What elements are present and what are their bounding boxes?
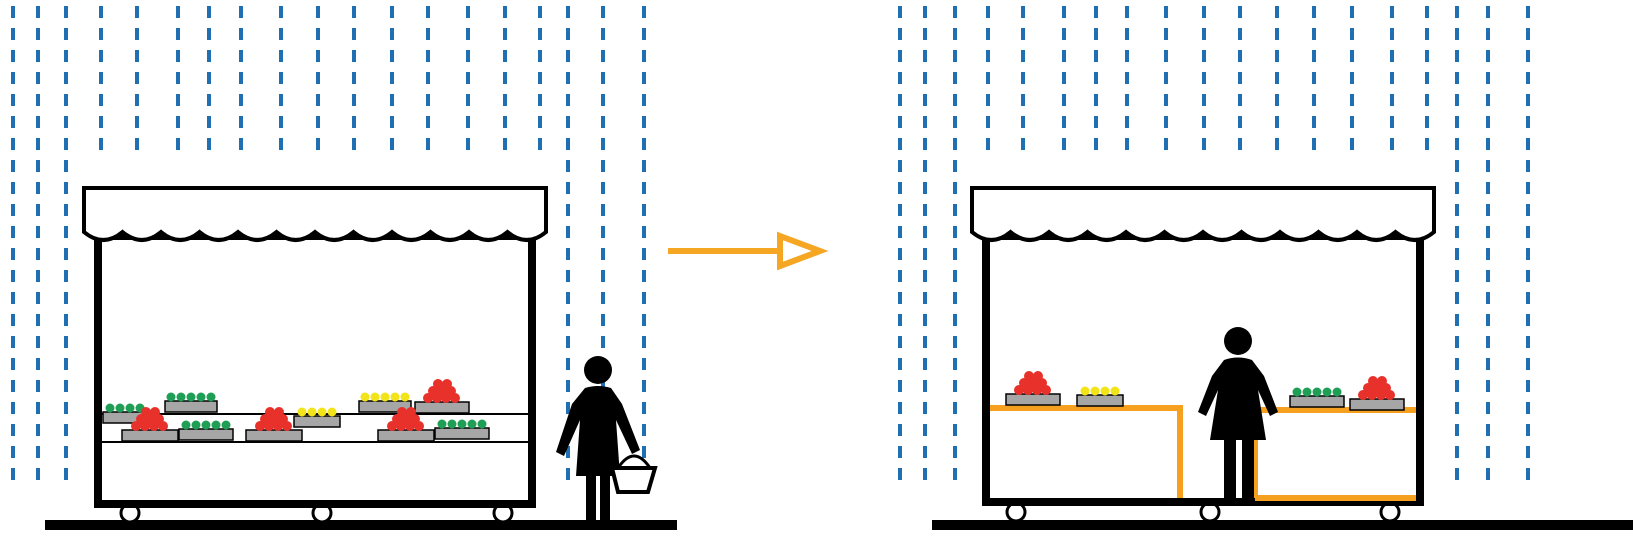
ground-line-right <box>932 520 1633 530</box>
fruit <box>448 420 457 429</box>
fruit <box>1091 387 1100 396</box>
shopper-head <box>1224 327 1252 355</box>
stall-frame-left <box>98 236 532 504</box>
fruit <box>1081 387 1090 396</box>
fruit <box>361 393 370 402</box>
fruit <box>458 420 467 429</box>
fruit <box>1313 388 1322 397</box>
fruit <box>167 393 176 402</box>
fruit <box>106 404 115 413</box>
fruit <box>126 404 135 413</box>
produce-tray <box>246 430 302 441</box>
fruit <box>265 407 275 417</box>
fruit <box>1333 388 1342 397</box>
produce-tray <box>1350 399 1404 410</box>
fruit <box>438 420 447 429</box>
awning-left <box>84 188 546 240</box>
fruit <box>1368 376 1378 386</box>
fruit <box>141 407 151 417</box>
fruit <box>468 420 477 429</box>
produce-tray <box>1006 394 1060 405</box>
shopper-with-basket <box>556 356 655 525</box>
fruit <box>406 407 416 417</box>
fruit <box>401 393 410 402</box>
fruit <box>187 393 196 402</box>
fruit <box>116 404 125 413</box>
fruit <box>182 421 191 430</box>
fruit <box>1033 371 1043 381</box>
fruit <box>222 421 231 430</box>
panel-before <box>45 188 677 530</box>
produce-tray <box>415 402 469 413</box>
fruit <box>177 393 186 402</box>
fruit <box>212 421 221 430</box>
fruit <box>318 408 327 417</box>
fruit <box>328 408 337 417</box>
fruit <box>150 407 160 417</box>
fruit <box>433 379 443 389</box>
awning-right <box>972 188 1434 240</box>
right-arrow-icon <box>668 236 820 266</box>
basket-icon <box>612 468 655 492</box>
fruit <box>371 393 380 402</box>
fruit <box>1377 376 1387 386</box>
fruit <box>1293 388 1302 397</box>
produce-tray <box>1077 395 1123 406</box>
fruit <box>202 421 211 430</box>
shopper-head <box>584 356 612 384</box>
fruit <box>478 420 487 429</box>
fruit <box>1303 388 1312 397</box>
fruit <box>298 408 307 417</box>
produce-tray <box>378 430 434 441</box>
fruit <box>207 393 216 402</box>
produce-tray <box>179 429 233 440</box>
fruit <box>1101 387 1110 396</box>
stall-frame-right <box>986 236 1420 502</box>
fruit <box>442 379 452 389</box>
produce-tray <box>435 428 489 439</box>
fruit <box>192 421 201 430</box>
fruit <box>397 407 407 417</box>
produce-tray <box>294 416 340 427</box>
fruit <box>381 393 390 402</box>
fruit <box>1024 371 1034 381</box>
produce-tray <box>165 401 217 412</box>
fruit <box>391 393 400 402</box>
fruit <box>274 407 284 417</box>
fruit <box>308 408 317 417</box>
fruit <box>197 393 206 402</box>
fruit <box>1111 387 1120 396</box>
produce-tray <box>1290 396 1344 407</box>
fruit <box>1323 388 1332 397</box>
ground-line-left <box>45 520 677 530</box>
produce-tray <box>122 430 178 441</box>
